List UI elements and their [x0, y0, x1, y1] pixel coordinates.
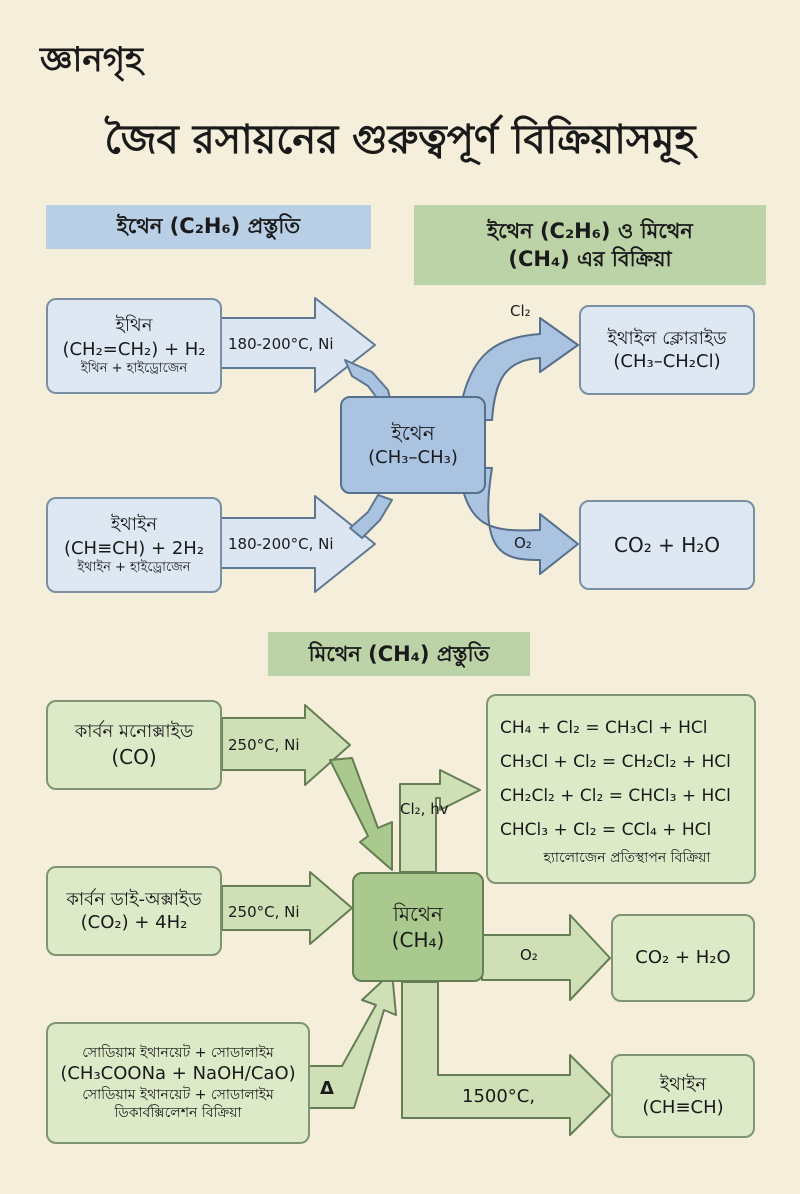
arrow-methane-to-halogen: [399, 769, 481, 873]
o2-label-methane: O₂: [520, 946, 538, 964]
heat-symbol: Δ: [320, 1078, 334, 1099]
ethene-subtext: ইথিন + হাইড্রোজেন: [80, 360, 188, 376]
ethyne-product-box: ইথাইন (CH≡CH): [611, 1054, 755, 1138]
arrow-sodium-to-methane: [307, 971, 397, 1109]
co-name: কার্বন মনোক্সাইড: [74, 721, 194, 743]
methane-combustion-box: CO₂ + H₂O: [611, 914, 755, 1002]
co-formula: (CO): [111, 744, 157, 769]
o2-label-ethane: O₂: [514, 534, 532, 552]
halogen-equation-3: CH₂Cl₂ + Cl₂ = CHCl₃ + HCl: [500, 785, 731, 806]
arrow-methane-to-combustion: [481, 914, 611, 1001]
arrow-methane-to-ethyne: [401, 981, 611, 1136]
ethyne-product-formula: (CH≡CH): [642, 1097, 724, 1118]
sodium-line2: (CH₃COONa + NaOH/CaO): [60, 1063, 296, 1085]
ethyne-formula: (CH≡CH) + 2H₂: [63, 537, 205, 559]
methane-combustion-product: CO₂ + H₂O: [635, 947, 731, 969]
arrow-co-bend: [329, 757, 393, 871]
ethane-name: ইথেন: [391, 421, 435, 446]
ethene-condition: 180-200°C, Ni: [228, 335, 334, 353]
ethyl-chloride-formula: (CH₃–CH₂Cl): [613, 351, 721, 372]
cl2-label: Cl₂: [510, 302, 531, 320]
ethyne-name: ইথাইন: [110, 514, 158, 536]
halogen-equation-4: CHCl₃ + Cl₂ = CCl₄ + HCl: [500, 819, 712, 840]
methane-prep-header: মিথেন (CH₄) প্রস্তুতি: [268, 632, 530, 676]
ethane-combustion-box: CO₂ + H₂O: [579, 500, 755, 590]
ethane-combustion-product: CO₂ + H₂O: [614, 533, 720, 557]
ethyne-condition: 180-200°C, Ni: [228, 535, 334, 553]
ethane-reaction-header-line1: ইথেন (C₂H₆) ও মিথেন: [487, 218, 693, 243]
methane-formula: (CH₄): [391, 928, 445, 952]
arrow-co2-to-methane: [221, 871, 353, 945]
halogen-substitution-box: CH₄ + Cl₂ = CH₃Cl + HCl CH₃Cl + Cl₂ = CH…: [486, 694, 756, 884]
halogen-condition: Cl₂, hv: [400, 800, 449, 818]
ethane-box: ইথেন (CH₃–CH₃): [340, 396, 486, 494]
co2-box: কার্বন ডাই-অক্সাইড (CO₂) + 4H₂: [46, 866, 222, 956]
ethyl-chloride-box: ইথাইল ক্লোরাইড (CH₃–CH₂Cl): [579, 305, 755, 395]
arrow-ethane-to-combustion: [457, 467, 579, 575]
ethyl-chloride-name: ইথাইল ক্লোরাইড: [607, 327, 727, 349]
arrow-ethane-to-ethyl-chloride: [457, 317, 579, 421]
sodium-line4: ডিকার্বক্সিলেশন বিক্রিয়া: [114, 1104, 242, 1121]
arrow-ethyne-to-ethane: [219, 495, 376, 593]
page-title: জৈব রসায়নের গুরুত্বপূর্ণ বিক্রিয়াসমূহ: [104, 117, 696, 163]
methane-name: মিথেন: [393, 902, 443, 926]
halogen-equation-1: CH₄ + Cl₂ = CH₃Cl + HCl: [500, 717, 708, 738]
co2-formula: (CO₂) + 4H₂: [80, 912, 188, 933]
co2-name: কার্বন ডাই-অক্সাইড: [66, 888, 202, 910]
sodium-ethanoate-box: সোডিয়াম ইথানয়েট + সোডালাইম (CH₃COONa +…: [46, 1022, 310, 1144]
ethyne-condition-1500: 1500°C,: [462, 1086, 536, 1107]
arrow-ethyne-bend: [349, 494, 393, 539]
brand-logo-text: জ্ঞানগৃহ: [40, 40, 143, 80]
ethyne-box: ইথাইন (CH≡CH) + 2H₂ ইথাইন + হাইড্রোজেন: [46, 497, 222, 593]
ethene-formula: (CH₂=CH₂) + H₂: [62, 338, 206, 360]
ethene-box: ইথিন (CH₂=CH₂) + H₂ ইথিন + হাইড্রোজেন: [46, 298, 222, 394]
methane-box: মিথেন (CH₄): [352, 872, 484, 982]
halogen-equation-2: CH₃Cl + Cl₂ = CH₂Cl₂ + HCl: [500, 751, 731, 772]
ethane-formula: (CH₃–CH₃): [368, 447, 458, 469]
arrow-co-to-methane: [221, 704, 351, 786]
ethyne-product-name: ইথাইন: [659, 1073, 707, 1095]
ethane-prep-header: ইথেন (C₂H₆) প্রস্তুতি: [46, 205, 371, 249]
ethane-reaction-header: ইথেন (C₂H₆) ও মিথেন (CH₄) এর বিক্রিয়া: [414, 205, 766, 285]
sodium-line3: সোডিয়াম ইথানয়েট + সোডালাইম: [82, 1086, 274, 1103]
sodium-line1: সোডিয়াম ইথানয়েট + সোডালাইম: [82, 1045, 274, 1062]
ethene-name: ইথিন: [115, 315, 153, 337]
ethyne-subtext: ইথাইন + হাইড্রোজেন: [77, 559, 191, 575]
co-condition: 250°C, Ni: [228, 736, 300, 754]
halogen-caption: হ্যালোজেন প্রতিস্থাপন বিক্রিয়া: [543, 849, 711, 866]
ethane-reaction-header-line2: (CH₄) এর বিক্রিয়া: [508, 247, 672, 271]
co2-condition: 250°C, Ni: [228, 903, 300, 921]
arrow-ethene-to-ethane: [219, 297, 376, 393]
co-box: কার্বন মনোক্সাইড (CO): [46, 700, 222, 790]
